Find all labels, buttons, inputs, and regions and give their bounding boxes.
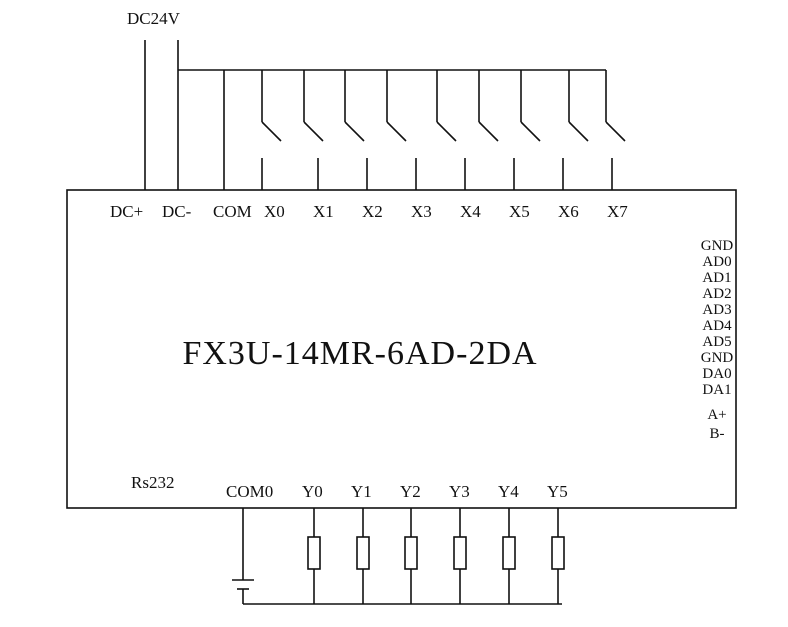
- rs232-port-label: Rs232: [131, 473, 174, 492]
- plc-module-body: [66, 189, 737, 509]
- supply-label: DC24V: [127, 9, 181, 28]
- terminal-x5: X5: [509, 202, 530, 221]
- terminal-da1: DA1: [702, 382, 731, 398]
- terminal-x1: X1: [313, 202, 334, 221]
- load-resistor-icon: [453, 536, 467, 570]
- terminal-b-minus: B-: [710, 426, 725, 442]
- terminal-ad0: AD0: [702, 254, 731, 270]
- terminal-gnd-1: GND: [701, 238, 734, 254]
- terminal-gnd-2: GND: [701, 350, 734, 366]
- terminal-y3: Y3: [449, 482, 470, 501]
- terminal-y1: Y1: [351, 482, 372, 501]
- terminal-da0: DA0: [702, 366, 731, 382]
- switch-blade: [386, 121, 407, 142]
- load-resistor-icon: [502, 536, 516, 570]
- switch-blade: [520, 121, 541, 142]
- load-resistor-icon: [307, 536, 321, 570]
- terminal-dc-plus: DC+: [110, 202, 143, 221]
- terminal-x4: X4: [460, 202, 481, 221]
- module-name: FX3U-14MR-6AD-2DA: [182, 335, 537, 372]
- load-resistor-icon: [356, 536, 370, 570]
- terminal-y2: Y2: [400, 482, 421, 501]
- terminal-y5: Y5: [547, 482, 568, 501]
- terminal-com: COM: [213, 202, 252, 221]
- terminal-x0: X0: [264, 202, 285, 221]
- terminal-y4: Y4: [498, 482, 519, 501]
- switch-blade: [568, 121, 589, 142]
- terminal-x7: X7: [607, 202, 628, 221]
- terminal-ad1: AD1: [702, 270, 731, 286]
- switch-blade: [344, 121, 365, 142]
- terminal-a-plus: A+: [707, 407, 726, 423]
- terminal-ad5: AD5: [702, 334, 731, 350]
- load-resistor-icon: [551, 536, 565, 570]
- switch-blade: [303, 121, 324, 142]
- switch-blade: [478, 121, 499, 142]
- load-resistor-icon: [404, 536, 418, 570]
- terminal-ad2: AD2: [702, 286, 731, 302]
- terminal-x6: X6: [558, 202, 579, 221]
- terminal-x3: X3: [411, 202, 432, 221]
- output-load-group: [307, 508, 565, 604]
- switch-blade: [605, 121, 626, 142]
- switch-blade: [261, 121, 282, 142]
- input-switch-group: [261, 70, 626, 190]
- terminal-y0: Y0: [302, 482, 323, 501]
- terminal-ad4: AD4: [702, 318, 732, 334]
- terminal-ad3: AD3: [702, 302, 731, 318]
- terminal-x2: X2: [362, 202, 383, 221]
- switch-blade: [436, 121, 457, 142]
- terminal-dc-minus: DC-: [162, 202, 192, 221]
- terminal-com0: COM0: [226, 482, 273, 501]
